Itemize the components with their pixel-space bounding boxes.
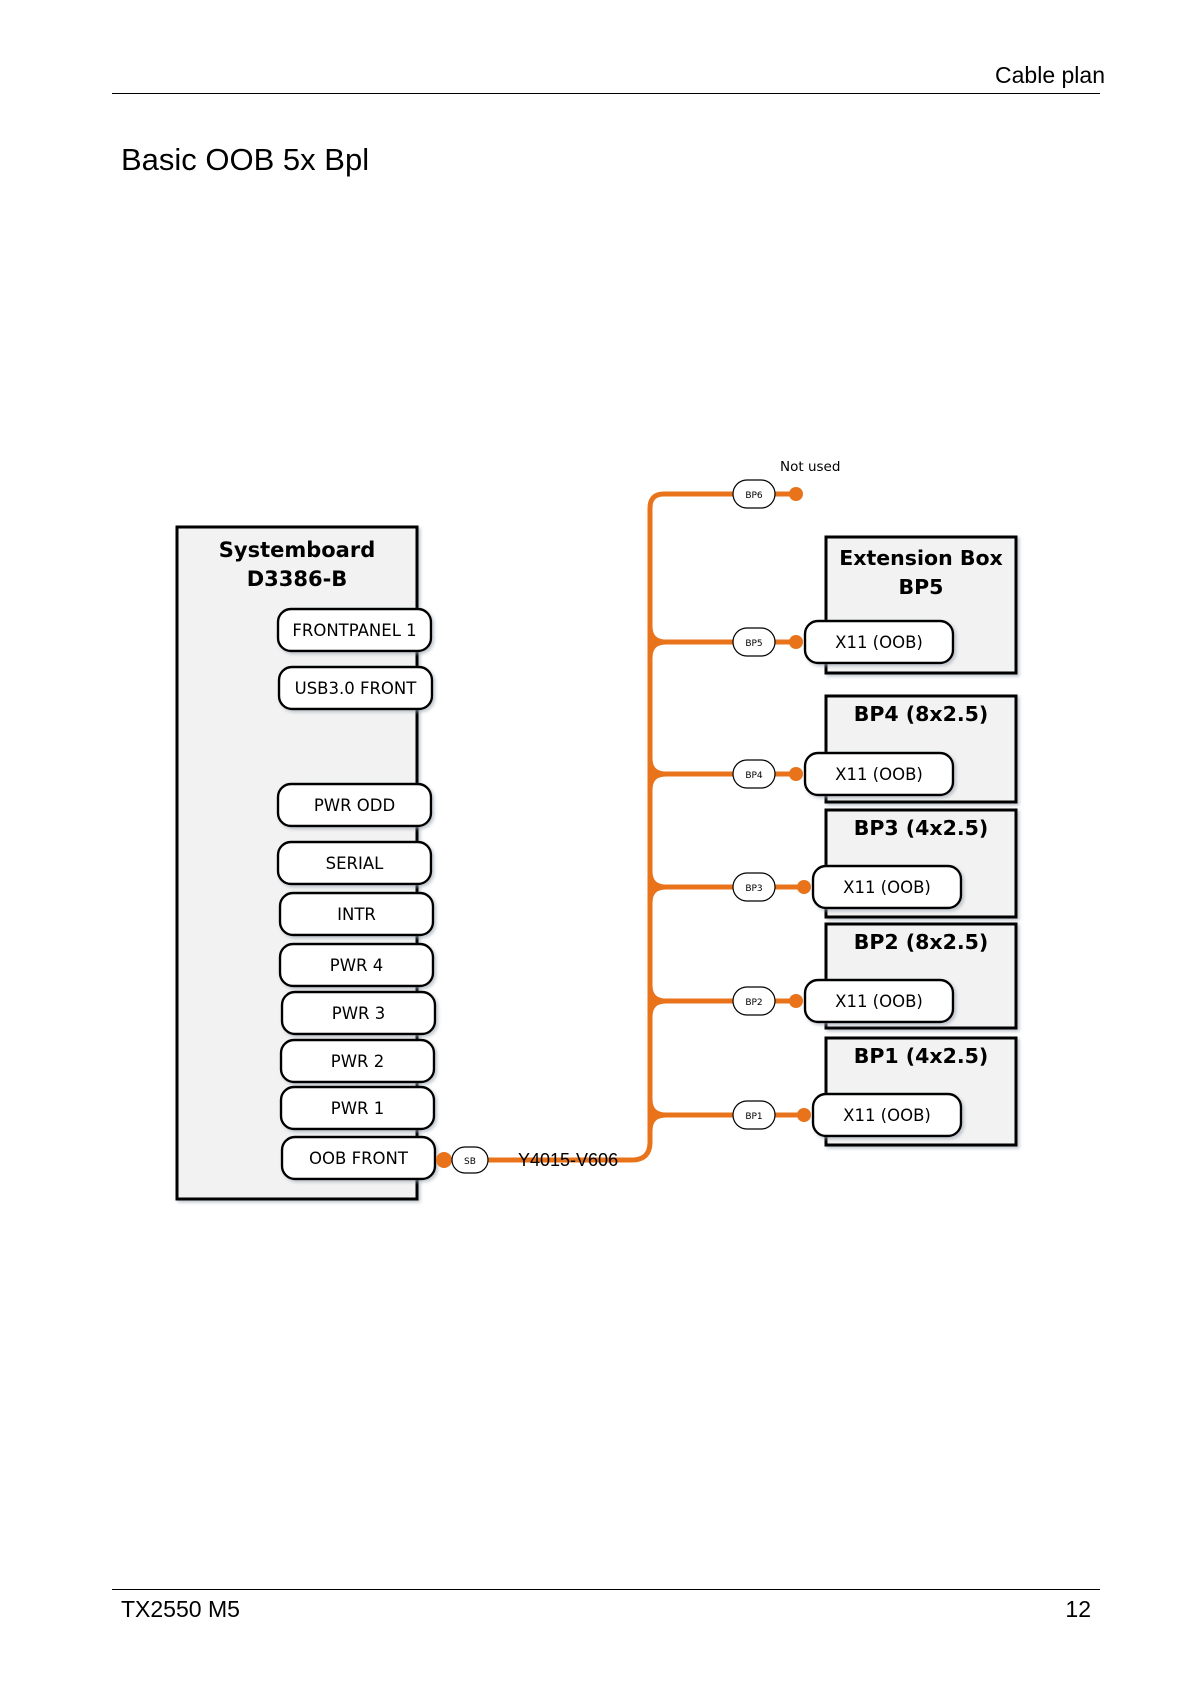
header-section-title: Cable plan xyxy=(995,62,1105,88)
branch-tag-bp4: BP4 xyxy=(732,759,776,789)
sb-tag xyxy=(451,1146,489,1174)
branch-tag-label: BP4 xyxy=(745,771,763,781)
footer-model: TX2550 M5 xyxy=(121,1596,240,1622)
connector-label: INTR xyxy=(337,905,376,924)
branch-tag-label: BP1 xyxy=(745,1112,762,1122)
backplane-subtitle: BP5 xyxy=(899,575,944,599)
backplane-block: BP3 (4x2.5) X11 (OOB) xyxy=(811,808,1018,919)
branch-plug xyxy=(797,1108,811,1122)
backplane-block: BP2 (8x2.5) X11 (OOB) xyxy=(803,922,1018,1030)
sb-plug xyxy=(436,1152,452,1168)
header-divider xyxy=(112,93,1100,94)
connector-label: SERIAL xyxy=(326,854,385,873)
connector-pwr-3: PWR 3 xyxy=(280,990,437,1036)
connector-intr: INTR xyxy=(278,891,435,937)
backplane-title: BP1 (4x2.5) xyxy=(854,1044,989,1068)
branch-tag-label: BP5 xyxy=(745,639,762,649)
systemboard-connectors: FRONTPANEL 1 USB3.0 FRONT PWR ODD SERIAL INT… xyxy=(276,607,437,1181)
systemboard-title: Systemboard xyxy=(219,538,376,562)
connector-label: PWR 1 xyxy=(331,1099,384,1118)
cable-bend xyxy=(647,984,667,1004)
connector-oob-front: OOB FRONT xyxy=(280,1135,437,1181)
cable-bends xyxy=(647,625,667,1132)
branch-plug xyxy=(789,767,803,781)
backplane-title: BP4 (8x2.5) xyxy=(854,702,989,726)
page-title: Basic OOB 5x Bpl xyxy=(121,142,370,177)
backplane-connector-label: X11 (OOB) xyxy=(843,1106,931,1125)
connector-pwr-2: PWR 2 xyxy=(279,1038,436,1084)
cable-bend xyxy=(647,870,667,890)
connector-label: PWR 2 xyxy=(331,1052,384,1071)
branch-tag-bp1: BP1 xyxy=(732,1100,776,1130)
connector-pwr-1: PWR 1 xyxy=(279,1085,436,1131)
backplane-title: Extension Box xyxy=(839,546,1003,570)
sb-tag-label: SB xyxy=(464,1157,476,1167)
connector-label: PWR ODD xyxy=(314,796,395,815)
branch-plug xyxy=(789,635,803,649)
branch-plug xyxy=(789,994,803,1008)
branch-tag-label: BP6 xyxy=(745,491,763,501)
bp6-plug xyxy=(789,487,803,501)
connector-label: FRONTPANEL 1 xyxy=(292,621,416,640)
branch-tag-label: BP2 xyxy=(745,998,762,1008)
branch-tag-label: BP3 xyxy=(745,884,762,894)
connector-label: OOB FRONT xyxy=(309,1149,409,1168)
cable-trunk xyxy=(441,491,738,1163)
cable-bend xyxy=(647,625,667,645)
connector-label: PWR 3 xyxy=(332,1004,385,1023)
branch-tag-bp5: BP5 xyxy=(732,627,776,657)
footer-page-number: 12 xyxy=(1065,1596,1091,1622)
backplane-title: BP2 (8x2.5) xyxy=(854,930,989,954)
backplane-block: BP4 (8x2.5) X11 (OOB) xyxy=(803,694,1018,804)
branch-plug xyxy=(797,880,811,894)
connector-label: PWR 4 xyxy=(330,956,383,975)
backplane-connector-label: X11 (OOB) xyxy=(843,878,931,897)
not-used-note: Not used xyxy=(780,459,840,475)
backplane-connector-label: X11 (OOB) xyxy=(835,633,923,652)
connector-usb3-0-front: USB3.0 FRONT xyxy=(277,665,434,711)
backplane-block: BP1 (4x2.5) X11 (OOB) xyxy=(811,1036,1018,1147)
cable-bend xyxy=(647,757,667,777)
backplane-title: BP3 (4x2.5) xyxy=(854,816,989,840)
branch-tag-bp3: BP3 xyxy=(732,872,776,902)
branch-tag-bp6: BP6 xyxy=(732,479,776,509)
connector-pwr-odd: PWR ODD xyxy=(276,782,433,828)
backplane-connector-label: X11 (OOB) xyxy=(835,765,923,784)
backplane-connector-label: X11 (OOB) xyxy=(835,992,923,1011)
systemboard-model: D3386-B xyxy=(247,567,348,591)
cable-bend xyxy=(647,1098,667,1118)
cable-label: Y4015-V606 xyxy=(518,1150,618,1170)
cable-branches xyxy=(647,635,811,1122)
footer-divider xyxy=(112,1589,1100,1590)
connector-serial: SERIAL xyxy=(276,840,433,886)
connector-pwr-4: PWR 4 xyxy=(278,942,435,988)
connector-label: USB3.0 FRONT xyxy=(295,679,418,698)
connector-frontpanel-1: FRONTPANEL 1 xyxy=(276,607,433,653)
branch-tag-bp2: BP2 xyxy=(732,986,776,1016)
